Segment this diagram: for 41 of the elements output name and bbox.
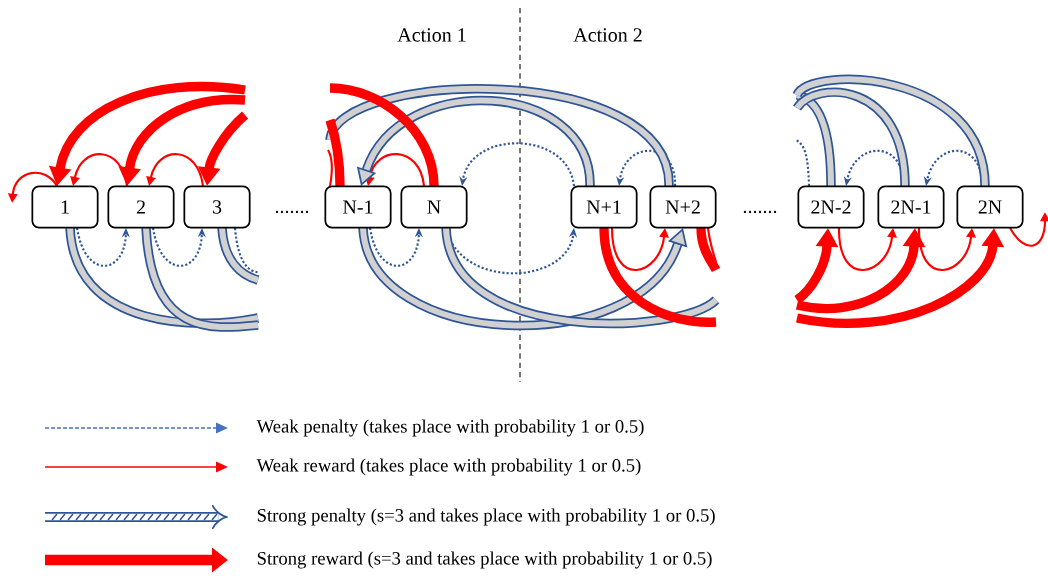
action-label: Action 1 [397,28,466,42]
ellipsis: ....... [743,210,777,214]
curved-line [793,87,910,187]
curved-arrow [837,227,897,271]
curved-line [325,84,674,187]
state-box: 2N-1 [877,185,945,229]
state-box: N [400,185,468,229]
curved-arrow [70,153,129,187]
legend-text: Strong reward (s=3 and takes place with probability 1 or 0.5) [257,551,712,569]
curved-line [795,139,811,187]
state-box: N-1 [324,185,392,229]
curved-arrow [358,226,688,330]
curved-line [696,227,721,273]
curved-line [65,227,259,329]
curved-line [795,90,836,187]
curved-line [329,83,439,187]
state-box: 3 [183,185,251,229]
state-box: 2 [107,185,175,229]
curved-line [327,149,334,187]
curved-line [441,227,719,329]
curved-line [706,227,718,263]
state-box: N+2 [649,185,717,229]
state-box: 1 [31,185,99,229]
curved-line [325,118,345,187]
curved-arrow [616,149,677,187]
curved-line [217,227,260,285]
curved-line [233,227,259,274]
curved-arrow [146,153,205,187]
legend-text: Strong penalty (s=3 and takes place with probability 1 or 0.5) [257,508,715,526]
curved-line [141,227,259,332]
curved-line [793,74,990,187]
state-box: 2N-2 [797,185,865,229]
curved-arrow [610,227,669,271]
legend-text: Weak reward (takes place with probability 1 or 0.5) [256,458,641,476]
curved-line [599,227,717,327]
state-box: 2N [956,185,1024,229]
ellipsis: ....... [275,210,309,214]
curved-arrow [917,227,976,271]
state-box: N+1 [570,185,638,229]
legend-text: Weak penalty (takes place with probability 1 or 0.5) [256,419,644,437]
action-label: Action 2 [573,28,642,42]
